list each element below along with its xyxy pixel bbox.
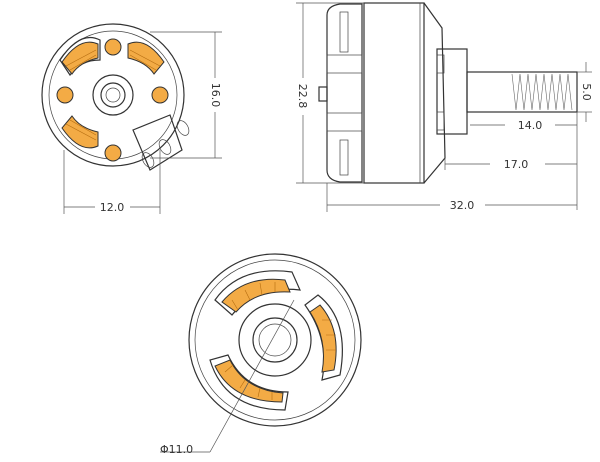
coil-right — [151, 86, 169, 104]
rotor-view: Φ11.0 — [160, 253, 362, 456]
dim-label-hub-diameter: Φ11.0 — [160, 443, 193, 456]
coil-left — [56, 86, 74, 104]
dim-label-14: 14.0 — [518, 119, 543, 132]
coil-1 — [221, 278, 291, 313]
coil-top-right — [127, 41, 165, 75]
dim-label-17: 17.0 — [504, 158, 529, 171]
shaft-thread — [511, 73, 573, 111]
dim-label-12: 12.0 — [100, 201, 125, 214]
coil-3 — [214, 359, 284, 403]
dim-label-16: 16.0 — [209, 83, 222, 108]
coil-bottom-left — [61, 115, 99, 149]
dim-label-22-8: 22.8 — [296, 84, 309, 109]
coil-top — [104, 38, 122, 56]
coil-bottom — [104, 144, 122, 162]
coil-top-left — [61, 41, 99, 75]
side-view: 22.8 5.0 14.0 17.0 32.0 — [296, 2, 593, 212]
dim-label-32: 32.0 — [450, 199, 475, 212]
dim-label-5: 5.0 — [580, 83, 593, 101]
coil-2 — [309, 304, 337, 373]
base-view: 16.0 12.0 — [41, 23, 222, 214]
